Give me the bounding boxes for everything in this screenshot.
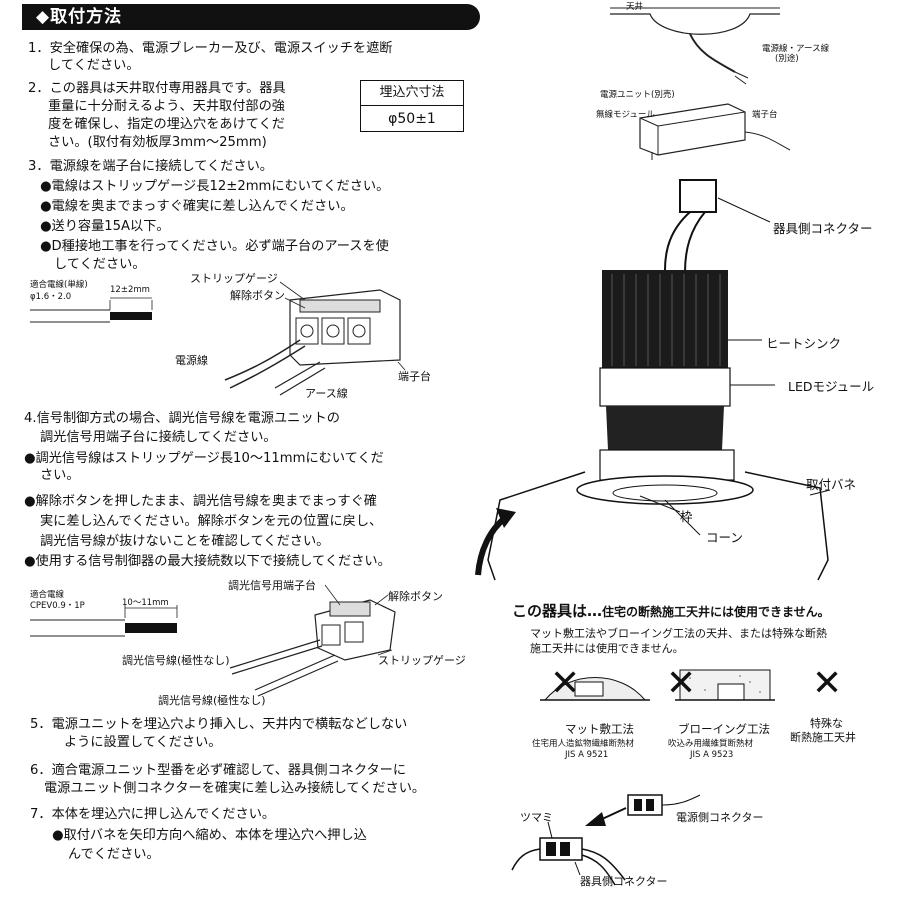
step-4-line1: 4.信号制御方式の場合、調光信号線を電源ユニットの: [24, 411, 340, 426]
step-4-bullet-1-cont: さい。: [40, 468, 80, 483]
step-6-line1: 6．適合電源ユニット型番を必ず確認して、器具側コネクターに: [30, 763, 407, 778]
release-button-label: 解除ボタン: [230, 289, 285, 302]
led-module-label: LEDモジュール: [788, 379, 875, 394]
warning-title-bold: この器具は…: [512, 602, 603, 620]
power-side-connector-label: 電源側コネクター: [676, 811, 764, 824]
blowing-method-name: ブローイング工法: [678, 722, 770, 736]
cross-mark-blowing: ✕: [666, 663, 697, 704]
signal-strip-gauge-label: ストリップゲージ: [378, 654, 466, 667]
step-4-line2: 調光信号用端子台に接続してください。: [40, 430, 277, 445]
terminal-block-label: 端子台: [398, 370, 431, 383]
power-line-note: (別途): [775, 54, 799, 64]
power-wire-label: 電源線: [175, 354, 208, 367]
heatsink-label: ヒートシンク: [766, 336, 842, 351]
blowing-method-material: 吹込み用繊維質断熱材: [668, 739, 754, 749]
power-line-label: 電源線・アース線: [762, 44, 830, 54]
step-4-bullet-1: ●調光信号線はストリップゲージ長10〜11mmにむいてくだ: [24, 451, 384, 466]
signal-wire-spec-value: CPEV0.9・1P: [30, 601, 85, 611]
cone-label: コーン: [706, 530, 743, 545]
step-4-bullet-2-cont2: 調光信号線が抜けないことを確認してください。: [40, 534, 330, 549]
special-method-name: 特殊な: [810, 717, 843, 730]
signal-wire-label-2: 調光信号線(極性なし): [158, 694, 266, 707]
fixture-connector-label: 器具側コネクター: [773, 221, 873, 236]
step-4-bullet-2-cont1: 実に差し込んでください。解除ボタンを元の位置に戻し、: [40, 514, 383, 529]
frame-label: 枠: [680, 509, 693, 524]
knob-label: ツマミ: [520, 811, 553, 824]
hole-size-box: 埋込穴寸法 φ50±1: [360, 80, 464, 132]
warning-line-1: マット敷工法やブローイング工法の天井、または特殊な断熱: [530, 627, 827, 640]
step-3-bullet-4: ●D種接地工事を行ってください。必ず端子台のアースを使: [40, 239, 389, 254]
strip-length-label: 12±2mm: [110, 285, 150, 295]
warning-line-2: 施工天井には使用できません。: [530, 642, 684, 655]
step-3-bullet-3: ●送り容量15A以下。: [40, 219, 170, 234]
step-5-line2: ように設置してください。: [64, 735, 222, 750]
step-2-line4: さい。(取付有効板厚3mm〜25mm): [48, 135, 267, 150]
spring-label: 取付バネ: [806, 477, 857, 492]
power-unit-label: 電源ユニット(別売): [600, 90, 675, 100]
warning-title: この器具は…住宅の断熱施工天井には使用できません。: [512, 600, 830, 621]
ceiling-label: 天井: [626, 2, 644, 12]
fixture-side-connector-label: 器具側コネクター: [580, 875, 668, 888]
signal-release-button-label: 解除ボタン: [388, 590, 443, 603]
earth-wire-label: アース線: [305, 387, 348, 400]
hole-size-value: φ50±1: [388, 111, 436, 127]
special-method-desc: 断熱施工天井: [790, 731, 856, 744]
step-7-bullet: ●取付バネを矢印方向へ縮め、本体を埋込穴へ押し込: [52, 828, 367, 843]
cross-mark-mat: ✕: [550, 663, 581, 704]
cross-mark-special: ✕: [812, 663, 843, 704]
step-2-line2: 重量に十分耐えるよう、天井取付部の強: [48, 99, 285, 114]
step-1-line2: してください。: [48, 58, 140, 73]
wire-spec-value: φ1.6・2.0: [30, 292, 72, 302]
section-title: ◆取付方法: [22, 4, 480, 30]
warning-title-rest: 住宅の断熱施工天井には使用できません。: [602, 605, 830, 619]
wire-spec-label: 適合電線(単線): [30, 280, 88, 290]
signal-strip-length-label: 10〜11mm: [122, 598, 169, 608]
step-3-bullet-1: ●電線はストリップゲージ長12±2mmにむいてください。: [40, 179, 390, 194]
wireless-module-label: 無線モジュール: [596, 110, 655, 120]
mat-method-name: マット敷工法: [565, 722, 634, 736]
terminal-block-drawing: [289, 289, 401, 366]
blowing-method-standard: JIS A 9523: [690, 750, 734, 760]
step-3-bullet-4-cont: してください。: [54, 257, 146, 272]
signal-terminal-drawing: [314, 599, 396, 661]
unit-terminal-label: 端子台: [752, 110, 778, 120]
step-3: 3．電源線を端子台に接続してください。: [28, 159, 273, 174]
step-4-bullet-3: ●使用する信号制御器の最大接続数以下で接続してください。: [24, 554, 391, 569]
step-7: 7．本体を埋込穴に押し込んでください。: [30, 807, 276, 822]
step-5-line1: 5．電源ユニットを埋込穴より挿入し、天井内で横転などしない: [30, 717, 408, 732]
strip-gauge-label: ストリップゲージ: [190, 272, 278, 285]
step-1-line1: 1．安全確保の為、電源ブレーカー及び、電源スイッチを遮断: [28, 41, 393, 56]
step-6-line2: 電源ユニット側コネクターを確実に差し込み接続してください。: [44, 781, 426, 796]
hole-size-label: 埋込穴寸法: [361, 81, 463, 106]
mat-method-material: 住宅用人造鉱物繊維断熱材: [532, 739, 635, 749]
signal-terminal-label: 調光信号用端子台: [228, 579, 316, 592]
signal-wire-spec-label: 適合電線: [30, 590, 65, 600]
signal-wire-label-1: 調光信号線(極性なし): [122, 654, 230, 667]
step-2-line3: 度を確保し、指定の埋込穴をあけてくだ: [48, 117, 285, 132]
mat-method-standard: JIS A 9521: [565, 750, 609, 760]
step-2-line1: 2．この器具は天井取付専用器具です。器具: [28, 81, 286, 96]
step-3-bullet-2: ●電線を奥までまっすぐ確実に差し込んでください。: [40, 199, 354, 214]
step-7-bullet-cont: んでください。: [68, 847, 160, 862]
step-4-bullet-2: ●解除ボタンを押したまま、調光信号線を奥までまっすぐ確: [24, 494, 377, 509]
